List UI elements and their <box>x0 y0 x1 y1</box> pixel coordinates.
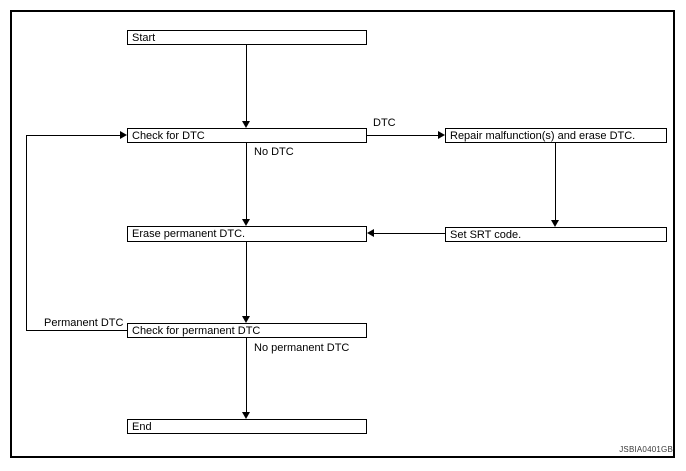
arrowhead-into-end-top <box>242 412 250 419</box>
connector-feedback-bottom <box>26 330 127 331</box>
edge-label-no-permanent-dtc: No permanent DTC <box>253 342 351 354</box>
flowchart-node-check-permanent-dtc: Check for permanent DTC <box>127 323 367 338</box>
flowchart-node-erase-permanent-dtc: Erase permanent DTC. <box>127 226 367 242</box>
arrowhead-into-set-srt-top <box>551 220 559 227</box>
flowchart-node-start: Start <box>127 30 367 45</box>
connector-feedback-top <box>26 135 121 136</box>
connector-feedback-vertical <box>26 135 27 331</box>
edge-label-dtc: DTC <box>372 117 397 129</box>
arrowhead-into-erase-permanent-right <box>367 229 374 237</box>
arrowhead-into-erase-permanent-top <box>242 219 250 226</box>
connector-check-permanent-to-end <box>246 338 247 414</box>
flowchart-node-end: End <box>127 419 367 434</box>
arrowhead-into-repair-left <box>438 131 445 139</box>
connector-set-srt-to-erase-permanent <box>374 233 445 234</box>
arrowhead-into-check-permanent-top <box>242 316 250 323</box>
edge-label-no-dtc: No DTC <box>253 146 295 158</box>
connector-start-to-check-dtc <box>246 45 247 123</box>
edge-label-permanent-dtc: Permanent DTC <box>43 317 125 329</box>
flowchart-node-repair: Repair malfunction(s) and erase DTC. <box>445 128 667 143</box>
connector-erase-permanent-to-check-permanent <box>246 242 247 318</box>
connector-check-dtc-to-erase-permanent <box>246 143 247 221</box>
connector-check-dtc-to-repair <box>367 135 439 136</box>
connector-repair-to-set-srt <box>555 143 556 221</box>
arrowhead-into-check-dtc-top <box>242 121 250 128</box>
flowchart-node-set-srt-code: Set SRT code. <box>445 227 667 242</box>
figure-code-label: JSBIA0401GB <box>619 445 673 454</box>
flowchart-node-check-dtc: Check for DTC <box>127 128 367 143</box>
arrowhead-into-check-dtc-left <box>120 131 127 139</box>
